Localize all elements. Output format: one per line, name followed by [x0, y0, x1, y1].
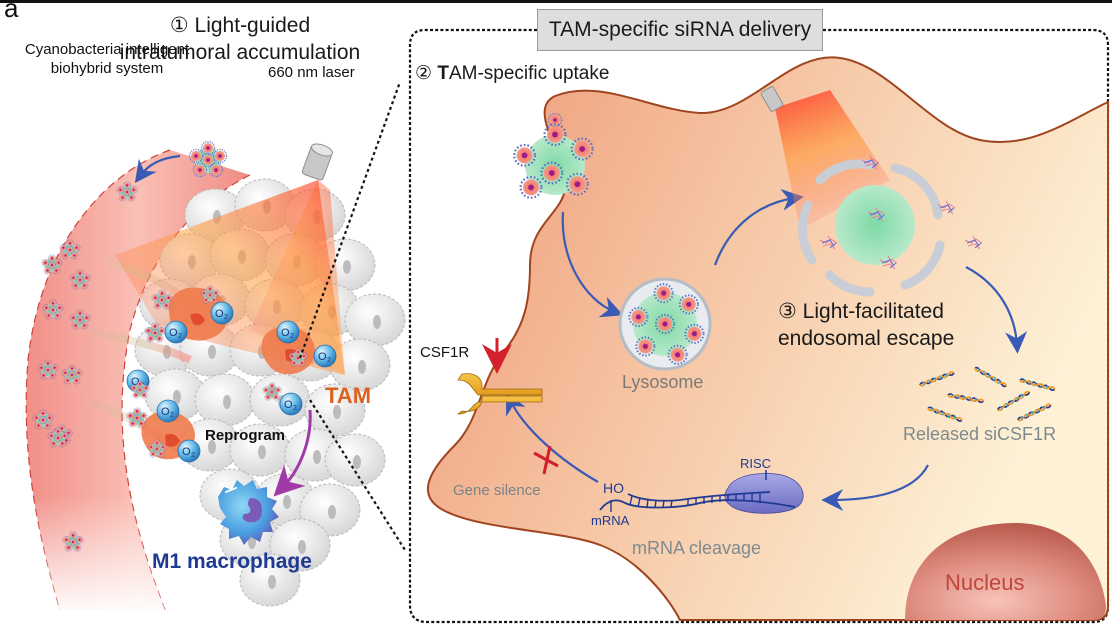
panel-label: a	[4, 0, 19, 23]
uptake-arrow	[561, 211, 624, 318]
top-border	[0, 0, 1112, 3]
entry-arrow	[134, 154, 181, 184]
m1-macrophage-label: M1 macrophage	[152, 550, 312, 573]
ho-label: HO	[603, 480, 624, 496]
step1-number: ①	[169, 14, 189, 37]
laser-device-cell-icon	[760, 86, 784, 112]
gene-silence-arrow	[506, 392, 599, 483]
nucleus-label: Nucleus	[945, 570, 1025, 595]
step1-heading: ① Light-guided intratumoral accumulation	[110, 12, 370, 66]
step2-heading: ② TAM-specific uptake	[415, 63, 610, 85]
panel-title: TAM-specific siRNA delivery	[548, 18, 812, 41]
biohybrid-extracellular	[513, 112, 594, 199]
risc-arrow	[821, 464, 929, 511]
tam-label: TAM	[325, 383, 372, 408]
blocked-icon	[533, 445, 559, 475]
risc-label: RISC	[740, 456, 772, 471]
panel-title-box: TAM-specific siRNA delivery	[537, 9, 823, 51]
mrna-label: mRNA	[591, 513, 630, 528]
laser-label: 660 nm laser	[268, 64, 355, 81]
step3-heading: ③ Light-facilitated endosomal escape	[778, 298, 954, 352]
m1-macrophage-icon	[218, 480, 279, 545]
csf1r-receptor-icon	[456, 373, 543, 415]
step3-number: ③	[778, 300, 797, 323]
step2-rest: AM-specific uptake	[448, 63, 610, 84]
zoom-line-top	[298, 81, 402, 359]
gene-silence-label: Gene silence	[453, 482, 541, 499]
zoom-frame	[408, 28, 1110, 624]
biohybrid-label: Cyanobacteria intelligent biohybrid syst…	[24, 41, 190, 77]
step1-line2: intratumoral accumulation	[119, 41, 361, 64]
mrna-cleavage-label: mRNA cleavage	[632, 538, 762, 558]
step3-line1: Light-facilitated	[802, 300, 944, 323]
lysosome	[618, 277, 712, 371]
mrna-strand	[599, 491, 796, 512]
step3-line2: endosomal escape	[778, 327, 955, 350]
lysosome-label: Lysosome	[622, 372, 704, 392]
escape-arrow	[713, 188, 804, 266]
step2-bold: T	[437, 63, 449, 84]
nucleus-shape	[905, 523, 1106, 620]
release-arrow	[965, 266, 1028, 354]
step1-line1: Light-guided	[194, 14, 311, 37]
reprogram-label: Reprogram	[205, 427, 286, 444]
laser-device-icon	[301, 143, 333, 181]
step2-number: ②	[415, 63, 433, 84]
reprogram-arrow	[273, 409, 312, 497]
ruptured-endosome	[797, 155, 983, 297]
released-sirna-label: Released siCSF1R	[903, 424, 1057, 444]
csf1r-label: CSF1R	[420, 344, 470, 361]
